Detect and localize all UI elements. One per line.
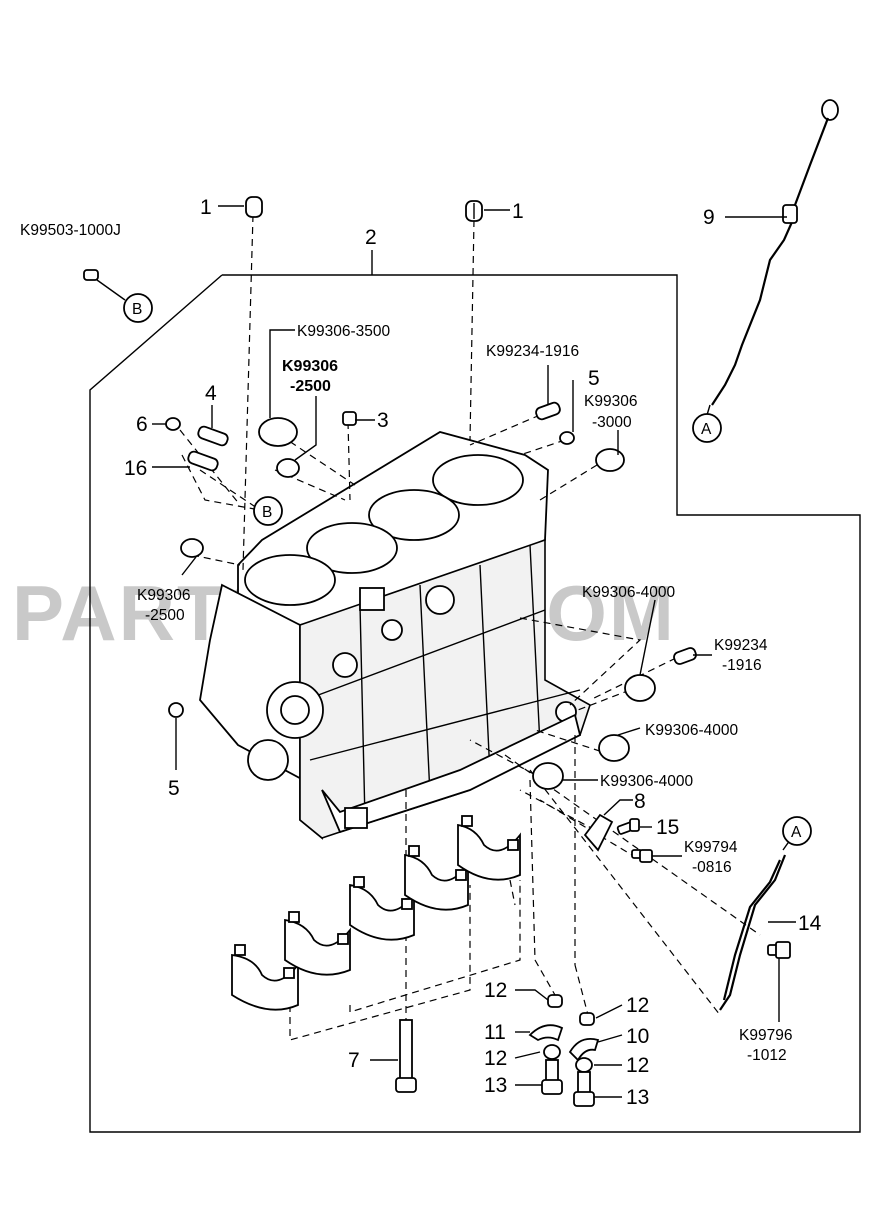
ref-b-top: B (132, 301, 142, 318)
ref-circle-b-top (123, 293, 153, 323)
pn-k99306-4000-b: K99306-4000 (645, 722, 738, 739)
callout-8: 8 (634, 790, 646, 813)
expansion-plug-4000-c (532, 762, 564, 790)
ref-a-dipstick: A (701, 421, 712, 438)
pn-k99306-2500-bold-line1: K99306 (282, 358, 338, 375)
bolt-15 (616, 818, 640, 835)
ref-b-block: B (262, 504, 272, 521)
bolt-7 (395, 1019, 417, 1093)
expansion-plug-4000-a (624, 674, 656, 702)
pn-k99503-1000j: K99503-1000J (20, 222, 121, 239)
pn-k99306-3000-line1: K99306 (584, 393, 637, 410)
expansion-plug-3500 (258, 417, 298, 447)
callout-1-right: 1 (512, 200, 524, 223)
callout-9: 9 (703, 206, 715, 229)
expansion-plug-2500-left (180, 538, 204, 558)
pin-k99234-right (673, 647, 697, 665)
expansion-plug-4000-b (598, 734, 630, 762)
pn-k99794-0816-line1: K99794 (684, 839, 738, 856)
callout-12-d: 12 (626, 1054, 649, 1077)
pn-k99234-1916-top: K99234-1916 (486, 343, 579, 360)
callout-numbers: 1 1 2 3 4 5 5 6 7 8 9 10 11 12 12 12 12 … (124, 196, 822, 1109)
plug-k99503 (83, 269, 126, 301)
callout-5-top: 5 (588, 367, 600, 390)
pn-k99306-3000-line2: -3000 (592, 414, 632, 431)
callout-14: 14 (798, 912, 822, 935)
plug-3 (342, 411, 357, 426)
callout-7: 7 (348, 1049, 360, 1072)
callout-4: 4 (205, 382, 217, 405)
stud-16 (187, 450, 219, 472)
washer-12-a (547, 994, 563, 1008)
callout-1-left: 1 (200, 196, 212, 219)
callout-2: 2 (365, 226, 377, 249)
pin-k99234-top (535, 401, 561, 421)
part-number-labels: K99503-1000J K99306-3500 K99306 -2500 K9… (20, 222, 792, 1064)
callout-3: 3 (377, 409, 389, 432)
callout-16: 16 (124, 457, 147, 480)
clip-11 (528, 1024, 564, 1042)
callout-12-a: 12 (484, 979, 507, 1002)
dowel-pin-1-left (245, 196, 263, 218)
dipstick-tube-14 (719, 854, 787, 1011)
expansion-plug-3000 (595, 448, 625, 472)
callout-12-c: 12 (484, 1047, 507, 1070)
expansion-plug-2500-top (276, 458, 300, 478)
callout-13-a: 13 (484, 1074, 507, 1097)
plug-6 (165, 417, 181, 431)
clip-10 (568, 1037, 600, 1062)
bolt-13-a (541, 1059, 563, 1095)
main-bearing-caps (231, 815, 521, 1011)
assembly-boundary-2 (89, 274, 861, 1133)
pn-k99306-2500-bold-line2: -2500 (290, 378, 331, 395)
cylinder-block (199, 431, 591, 840)
leader-lines (152, 205, 796, 1098)
ref-circle-b-block (253, 496, 283, 526)
callout-12-b: 12 (626, 994, 649, 1017)
pn-k99796-1012-line1: K99796 (739, 1027, 792, 1044)
pn-k99306-2500-left-line1: K99306 (137, 587, 190, 604)
washer-12-b (543, 1044, 561, 1060)
bolt-k99794 (631, 849, 653, 863)
washer-12-c (579, 1012, 595, 1026)
pn-k99794-0816-line2: -0816 (692, 859, 732, 876)
ref-circle-a-tube (782, 816, 812, 846)
pn-k99796-1012-line2: -1012 (747, 1047, 787, 1064)
callout-15: 15 (656, 816, 679, 839)
plug-5-top (559, 431, 575, 445)
pn-k99234-1916-right-line1: K99234 (714, 637, 768, 654)
pn-k99306-4000-a: K99306-4000 (582, 584, 675, 601)
bolt-k99796 (767, 941, 791, 959)
pn-k99306-2500-left-line2: -2500 (145, 607, 185, 624)
plug-5-left (168, 702, 184, 718)
callout-11: 11 (484, 1021, 506, 1044)
pn-k99234-1916-right-line2: -1916 (722, 657, 762, 674)
ref-a-tube: A (791, 824, 802, 841)
callout-10: 10 (626, 1025, 649, 1048)
callout-5-left: 5 (168, 777, 180, 800)
dowel-pin-1-right (465, 200, 483, 222)
callout-13-b: 13 (626, 1086, 649, 1109)
pn-k99306-4000-c: K99306-4000 (600, 773, 693, 790)
bolt-13-b (573, 1071, 595, 1107)
ref-circle-a-dipstick (692, 413, 722, 443)
washer-12-d (575, 1057, 593, 1073)
bracket-8 (583, 813, 614, 852)
pn-k99306-3500: K99306-3500 (297, 323, 390, 340)
dipstick-9 (711, 99, 839, 406)
callout-6: 6 (136, 413, 148, 436)
stud-4 (197, 425, 229, 447)
